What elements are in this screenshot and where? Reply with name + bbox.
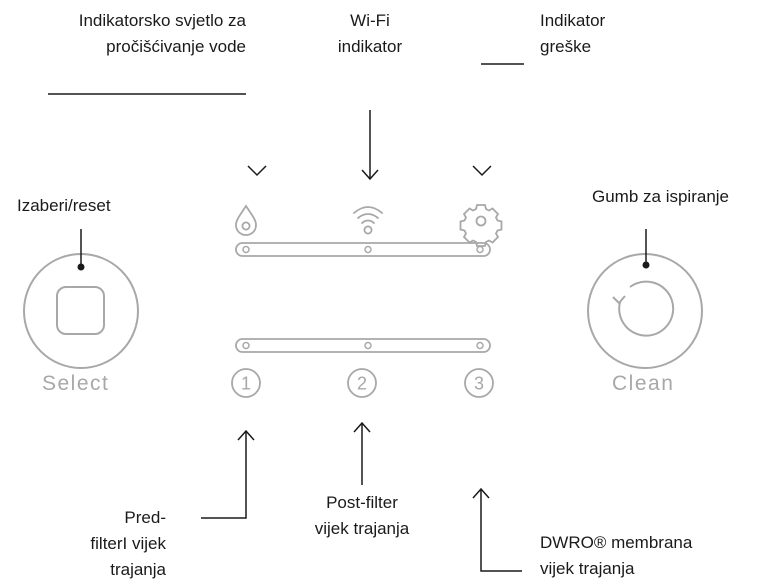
error-label-line1: Indikator xyxy=(540,11,606,30)
select-label: Select xyxy=(42,372,110,395)
pre-filter-label-line1: Pred- xyxy=(124,508,166,527)
water-drop-icon xyxy=(235,204,257,236)
water-purification-label: Indikatorsko svjetlo za pročišćivanje vo… xyxy=(0,8,246,60)
rinse-button-label: Gumb za ispiranje xyxy=(592,187,730,206)
pre-filter-label: Pred- filterI vijek trajanja xyxy=(30,505,166,583)
dwro-membrane-label-line1: DWRO® membrana xyxy=(540,533,693,552)
clean-label: Clean xyxy=(612,372,675,395)
upper-led-3 xyxy=(476,245,484,254)
wifi-label: Wi-Fi indikator xyxy=(320,8,420,60)
filter-1-circle xyxy=(231,368,261,398)
dwro-membrane-label: DWRO® membrana vijek trajanja xyxy=(540,530,692,582)
pre-filter-arrow xyxy=(201,429,255,519)
filter-2-circle xyxy=(347,368,377,398)
select-button[interactable] xyxy=(23,253,139,369)
error-label-line2: greške xyxy=(540,37,592,56)
dwro-arrow xyxy=(472,487,522,572)
clean-callout-dot xyxy=(642,261,650,269)
clean-button[interactable] xyxy=(587,253,703,369)
pre-filter-label-line3: trajanja xyxy=(110,560,166,579)
filter-1-number: 1 xyxy=(241,374,251,394)
lower-led-3 xyxy=(476,341,484,350)
gear-icon xyxy=(459,204,503,247)
post-filter-label-line1: Post-filter xyxy=(326,493,398,512)
select-callout-dot xyxy=(77,263,85,271)
lower-led-2 xyxy=(364,341,372,350)
lower-led-1 xyxy=(242,341,250,350)
post-filter-arrow xyxy=(353,421,371,485)
post-filter-label: Post-filter vijek trajanja xyxy=(282,490,442,542)
dwro-membrane-label-line2: vijek trajanja xyxy=(540,559,635,578)
wifi-icon xyxy=(353,206,383,235)
post-filter-label-line2: vijek trajanja xyxy=(314,519,410,538)
upper-led-bar xyxy=(235,242,491,257)
wifi-label-line1: Wi-Fi xyxy=(350,11,390,30)
pre-filter-label-line2: filterI vijek xyxy=(90,534,166,553)
filter-3-number: 3 xyxy=(474,374,484,394)
error-chevron xyxy=(472,165,492,177)
water-purification-label-line2: pročišćivanje vode xyxy=(106,37,246,56)
upper-led-1 xyxy=(242,245,250,254)
lower-led-bar xyxy=(235,338,491,353)
circular-arrow-icon xyxy=(612,280,675,337)
filter-2-number: 2 xyxy=(357,374,367,394)
water-purification-label-line1: Indikatorsko svjetlo za xyxy=(78,11,246,30)
error-label: Indikator greške xyxy=(540,8,605,60)
wifi-label-line2: indikator xyxy=(337,37,403,56)
upper-led-2 xyxy=(364,245,372,254)
water-chevron xyxy=(247,165,267,177)
filter-3-circle xyxy=(464,368,494,398)
square-button-icon xyxy=(56,286,105,335)
select-reset-label: Izaberi/reset xyxy=(17,196,111,215)
wifi-arrowhead xyxy=(361,169,379,181)
